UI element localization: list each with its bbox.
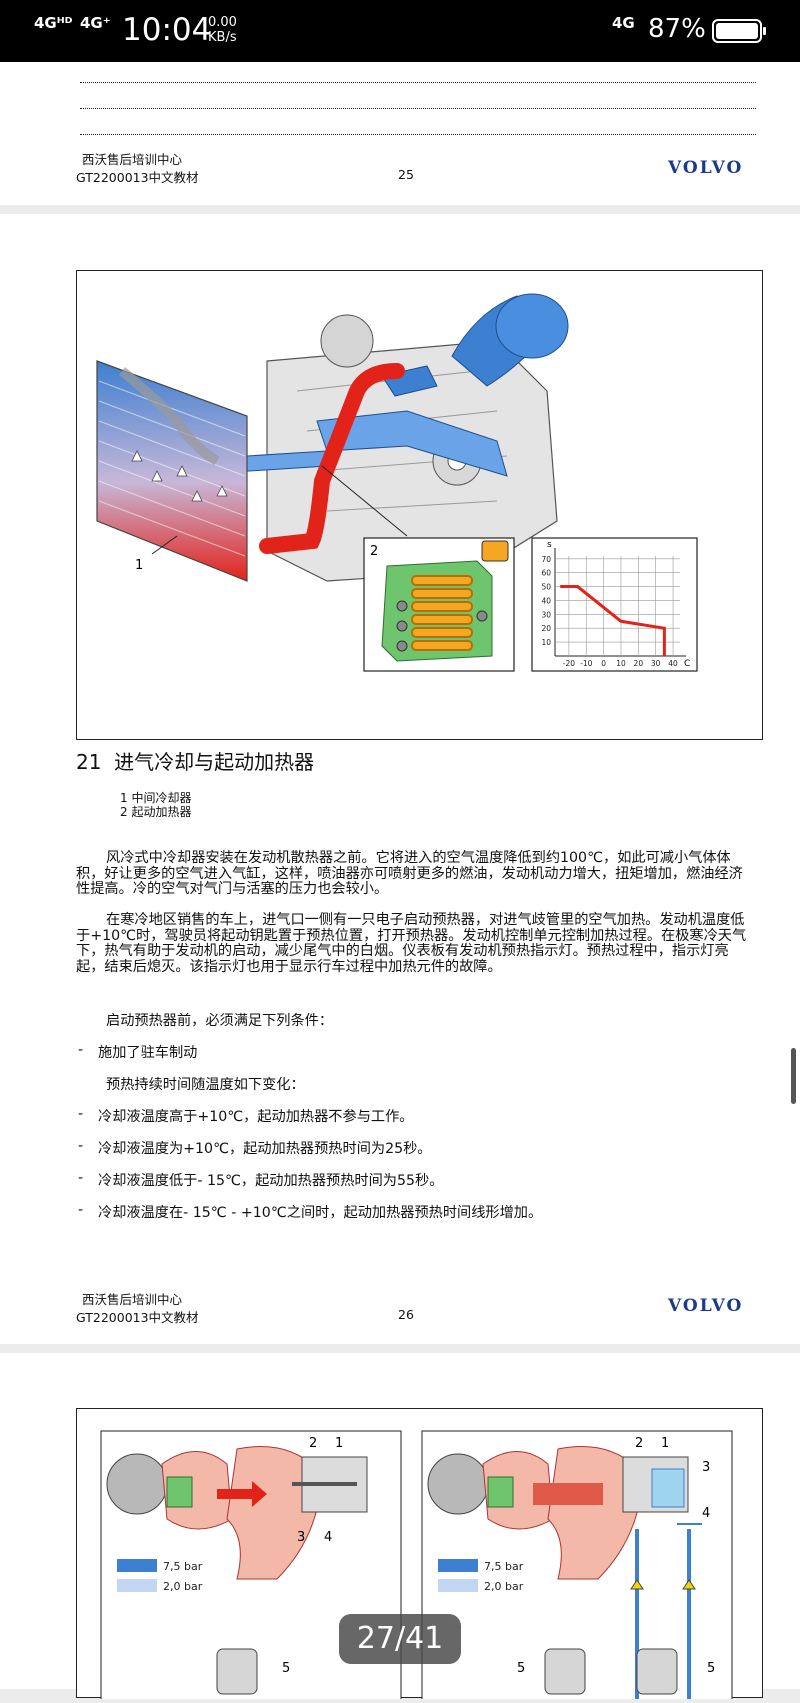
- page-25-footer-area: 西沃售后培训中心 GT2200013中文教材 25 VOLVO: [0, 62, 800, 205]
- turbo-illustrations: 7,5 bar 2,0 bar 2 1 3 4 5 7,5 bar 2,0 ba…: [100, 1430, 733, 1702]
- dash: -: [78, 1106, 84, 1122]
- y-tick-label: 10: [541, 638, 551, 647]
- dotted-line: [80, 107, 756, 109]
- bullet-item: 冷却液温度为+10℃，起动加热器预热时间为25秒。: [98, 1141, 432, 1157]
- legend-item-1: 1 中间冷却器: [120, 791, 192, 805]
- callout-3: 3: [297, 1530, 305, 1545]
- page-indicator: 27/41: [339, 1614, 461, 1664]
- network-indicator: 4Gᴴᴰ: [34, 14, 73, 32]
- chart-ticks: -20 -10 0 10 20 30 40 10 20 30 40 50 60 70: [541, 555, 678, 668]
- x-tick-label: -10: [580, 659, 592, 668]
- legend-swatch-low: [117, 1579, 157, 1592]
- chart-grid: [554, 548, 686, 657]
- pressure-label-high: 7,5 bar: [163, 1560, 203, 1573]
- network-indicator-2: 4G⁺: [80, 14, 111, 32]
- bullet-item: 冷却液温度低于- 15℃，起动加热器预热时间为55秒。: [98, 1173, 444, 1189]
- callout-1: 1: [335, 1436, 343, 1451]
- dotted-line: [80, 133, 756, 135]
- dash: -: [78, 1138, 84, 1154]
- footer-code: GT2200013中文教材: [76, 1310, 199, 1325]
- hot-air-pipe: [259, 363, 405, 554]
- y-tick-label: 40: [541, 596, 551, 605]
- callout-5: 5: [282, 1661, 290, 1676]
- engine-illustration: 1 2 -20 -10 0 10 20 30 40 10 20 30 40 50 60 70 s C: [96, 293, 698, 672]
- x-tick-label: 40: [668, 659, 678, 668]
- page-number: 25: [398, 167, 414, 182]
- x-tick-label: 0: [601, 659, 606, 668]
- callout-3: 3: [702, 1460, 710, 1475]
- callout-2: 2: [370, 544, 378, 559]
- bullet-item: 冷却液温度高于+10℃，起动加热器不参与工作。: [98, 1109, 414, 1125]
- intercooler-radiator: [96, 360, 248, 582]
- chart-series-line: [560, 585, 666, 656]
- network-indicator-3: 4G: [612, 14, 635, 32]
- footer-org: 西沃售后培训中心: [82, 1292, 183, 1307]
- heater-warning-icon: [481, 540, 509, 562]
- pressure-label-low: 2,0 bar: [484, 1580, 524, 1593]
- scrollbar-thumb[interactable]: [791, 1048, 796, 1104]
- chart-x-unit: C: [684, 659, 690, 669]
- x-tick-label: 30: [651, 659, 661, 668]
- paragraph-2: 在寒冷地区销售的车上，进气口一侧有一只电子启动预热器，对进气歧管里的空气加热。发…: [76, 912, 747, 975]
- section-heading: 21 进气冷却与起动加热器: [76, 750, 315, 774]
- legend-item-2: 2 起动加热器: [120, 805, 192, 819]
- volvo-logo: VOLVO: [668, 1296, 744, 1316]
- preheat-time-chart: [531, 537, 698, 672]
- clock: 10:04: [122, 12, 212, 48]
- footer-code: GT2200013中文教材: [76, 170, 199, 185]
- callout-4: 4: [702, 1506, 710, 1521]
- pressure-label-low: 2,0 bar: [163, 1580, 203, 1593]
- y-tick-label: 70: [541, 555, 551, 564]
- legend-swatch-high: [438, 1559, 478, 1572]
- condition-item: 施加了驻车制动: [98, 1045, 198, 1061]
- y-tick-label: 50: [541, 583, 551, 592]
- callout-4: 4: [324, 1530, 332, 1545]
- y-tick-label: 30: [541, 610, 551, 619]
- intercooler-figure: 1 2 -20 -10 0 10 20 30 40 10 20 30 40 50 60 70 s C: [76, 270, 763, 740]
- battery-percent: 87%: [648, 14, 706, 44]
- x-tick-label: 20: [634, 659, 644, 668]
- footer-org: 西沃售后培训中心: [82, 152, 183, 167]
- dash: -: [78, 1170, 84, 1186]
- dash: -: [78, 1042, 84, 1058]
- page-26: 1 2 -20 -10 0 10 20 30 40 10 20 30 40 50 60 70 s C 21…: [0, 214, 800, 1344]
- bullet-item: 冷却液温度在- 15℃ - +10℃之间时，起动加热器预热时间线形增加。: [98, 1205, 543, 1221]
- page-number: 26: [398, 1307, 414, 1322]
- callout-2: 2: [309, 1436, 317, 1451]
- callout-5: 5: [517, 1661, 525, 1676]
- chart-y-unit: s: [547, 540, 552, 550]
- callout-1: 1: [661, 1436, 669, 1451]
- x-tick-label: 10: [616, 659, 626, 668]
- callout-5: 5: [707, 1661, 715, 1676]
- pressure-label-high: 7,5 bar: [484, 1560, 524, 1573]
- turbocharger: [320, 314, 374, 368]
- dash: -: [78, 1202, 84, 1218]
- battery-icon: [712, 19, 766, 43]
- conditions-intro: 启动预热器前，必须满足下列条件：: [106, 1013, 334, 1029]
- legend-swatch-low: [438, 1579, 478, 1592]
- paragraph-1: 风冷式中冷却器安装在发动机散热器之前。它将进入的空气温度降低到约100℃，如此可…: [76, 850, 743, 897]
- dotted-line: [80, 81, 756, 83]
- volvo-logo: VOLVO: [668, 158, 744, 178]
- x-tick-label: -20: [563, 659, 575, 668]
- duration-intro: 预热持续时间随温度如下变化：: [106, 1077, 305, 1093]
- y-tick-label: 60: [541, 569, 551, 578]
- y-tick-label: 20: [541, 624, 551, 633]
- callout-1: 1: [135, 558, 143, 573]
- callout-2: 2: [635, 1436, 643, 1451]
- legend-swatch-high: [117, 1559, 157, 1572]
